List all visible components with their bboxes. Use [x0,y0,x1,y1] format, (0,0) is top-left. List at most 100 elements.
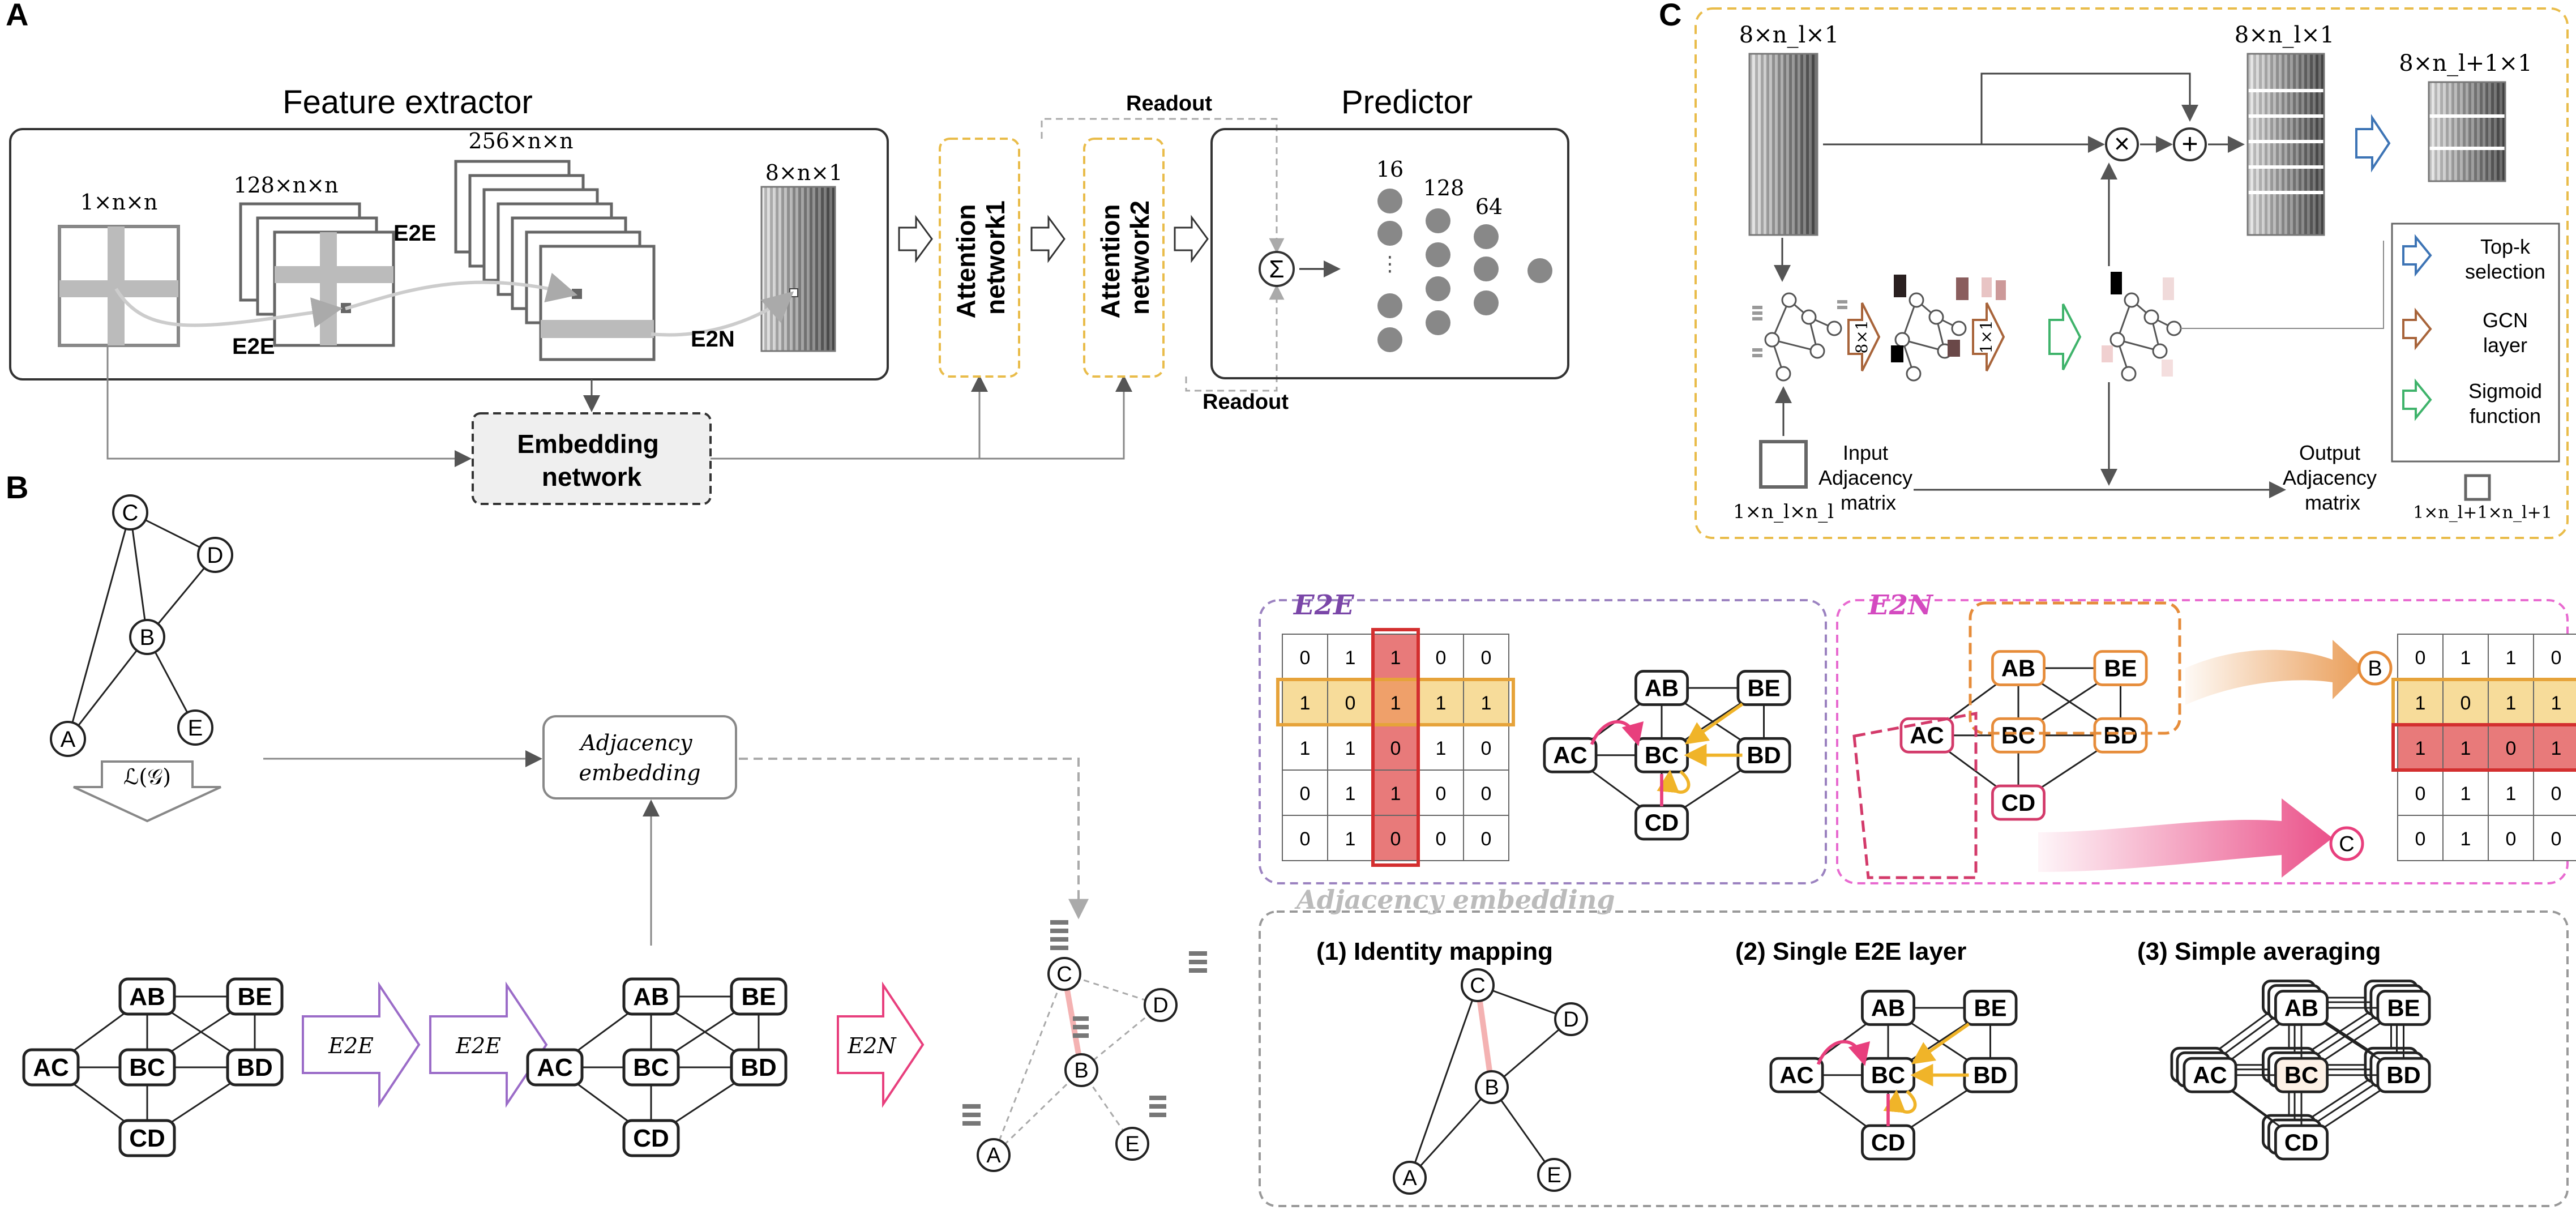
line-node-box [2376,1057,2431,1093]
predictor-box [1210,128,1569,379]
matrix-value: 1 [2461,783,2471,805]
matrix-cell [1418,724,1464,771]
line-node-box [22,1048,80,1087]
line-node-label: CD [633,1125,669,1152]
matrix-value: 0 [1436,783,1447,805]
e2n-out-b: B [2368,657,2382,681]
matrix-cell [2397,815,2444,861]
line-node-box [730,1048,788,1087]
e2n-frame-label: E2N [1867,589,1934,621]
line-node-label: AB [2284,994,2318,1021]
dim-8-label: 8×n×1 [765,160,843,185]
adjacency-embedding-label: Adjacency embedding [579,730,700,785]
e2n-block-arrow: E2N [837,981,925,1108]
matrix-value: 1 [1390,783,1401,805]
line-node-box [1899,717,1954,754]
line-node-box [1963,990,2018,1026]
matrix-cell [2533,815,2576,861]
line-node-box [1769,1057,1824,1093]
line-node-box [1861,990,1915,1026]
e2n-label: E2N [691,327,735,352]
matrix-value: 1 [2415,738,2426,759]
matrix-cell [2397,634,2444,680]
matrix-cell [1463,679,1509,725]
panel-c-frame [1694,7,2569,539]
layer-size-128: 128 [1423,176,1465,200]
out-feature-bars [2428,81,2506,182]
e2e-frame-label: E2E [1293,589,1355,621]
readout-bottom-label: Readout [1203,390,1289,414]
matrix-cell [2533,769,2576,816]
matrix-cell [1463,815,1509,861]
svg-text:E2E: E2E [455,1033,501,1058]
svg-text:+: + [2181,128,2198,160]
svg-text:E2E: E2E [328,1033,374,1058]
block-arrow-a3 [1174,215,1209,263]
line-node-label: BD [1747,742,1781,768]
attention-network1-box[interactable] [939,138,1020,378]
matrix-value: 0 [2551,647,2562,669]
line-node-label: CD [2001,789,2035,816]
matrix-cell [1327,769,1373,816]
matrix-cell [1282,679,1328,725]
input-matrix [58,225,180,347]
matrix-cell [1327,634,1373,680]
matrix-value: 0 [1436,647,1447,669]
matrix-value: 0 [2551,828,2562,850]
option-identity-mapping: (1) Identity mapping [1316,938,1553,965]
e2n-frame [1836,599,2569,884]
matrix-cell [1418,769,1464,816]
svg-text:⋮: ⋮ [1380,252,1400,275]
svg-text:E: E [1547,1164,1561,1187]
matrix-cell [1463,634,1509,680]
line-node-label: CD [1645,809,1679,836]
line-node-label: CD [2284,1129,2318,1156]
matrix-value: 0 [2415,647,2426,669]
matrix-cell [1418,815,1464,861]
matrix-value: 0 [1390,738,1401,759]
line-node-box [2274,990,2329,1026]
matrix-cell [2488,724,2534,771]
line-node-label: BE [2104,655,2137,681]
line-node-label: CD [1871,1129,1905,1156]
line-node-box [2093,650,2148,686]
panel-a: A Feature extractor 1×n×n 128×n×n 256×n×… [6,0,1569,505]
matrix-value: 0 [1300,647,1311,669]
feature-extractor-title: Feature extractor [283,84,533,121]
line-node-label: BC [2001,722,2035,749]
line-node-box [118,977,176,1016]
matrix-value: 1 [1390,692,1401,714]
matrix-value: 1 [2461,828,2471,850]
gcn-arrow-1 [1847,302,1881,371]
line-node-box [1736,670,1791,706]
svg-text:A: A [1402,1166,1417,1190]
line-graph-arrow: ℒ(𝒢) [73,760,221,823]
mid-feature-bars [2246,53,2325,236]
layer-size-16: 16 [1376,157,1403,182]
e2e-label-2: E2E [393,221,437,246]
identity-mapping-graph: C D B A E [1393,968,1588,1195]
matrix-value: 1 [2461,738,2471,759]
dim-adj-out-label: 1×n_l+1×n_l+1 [2413,503,2552,523]
attention-network2-box[interactable] [1083,138,1165,378]
dim-128-label: 128×n×n [233,173,338,198]
node-b: B [140,625,155,650]
matrix-cell [1418,679,1464,725]
readout-top-label: Readout [1126,92,1212,116]
line-node-label: AC [1910,722,1944,749]
gcn-graph-1 [1764,292,1842,382]
matrix-value: 0 [1300,828,1311,850]
svg-text:E: E [1125,1132,1139,1156]
original-graph: C D B A E [50,494,233,757]
matrix-value: 1 [2415,692,2426,714]
matrix-cell [1372,769,1419,816]
line-node-label: AC [1553,742,1587,768]
dim-adj-in-label: 1×n_l×n_l [1733,501,1834,523]
line-node-box [2183,1057,2237,1093]
gcn-8x1-label: 8×1 [1852,320,1871,353]
